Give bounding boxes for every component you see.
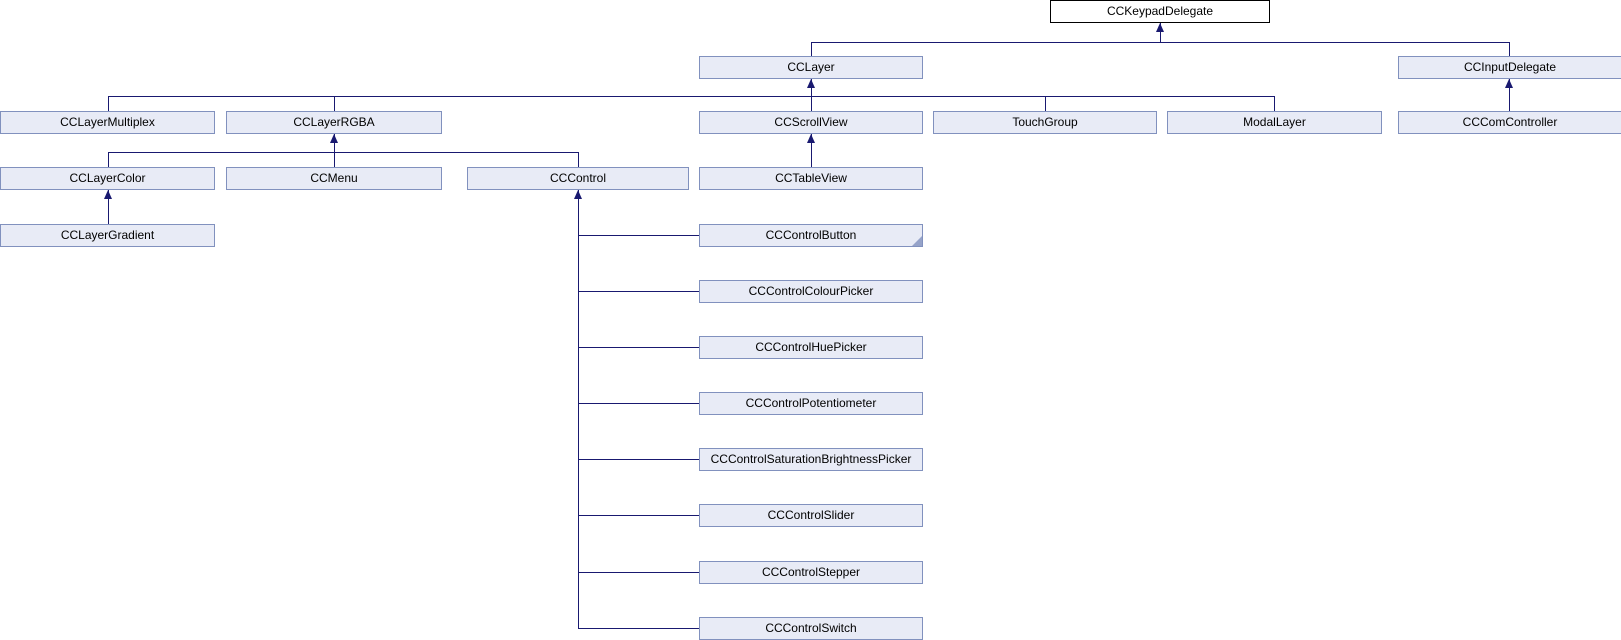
arrowhead-inputdelegate [1505,79,1513,88]
node-cccomcontroller[interactable]: CCComController [1398,111,1621,134]
node-cccontrolpotentiometer[interactable]: CCControlPotentiometer [699,392,923,415]
node-cccontrolslider[interactable]: CCControlSlider [699,504,923,527]
node-cccontrolswitch[interactable]: CCControlSwitch [699,617,923,640]
arrowhead-layerrgba [330,134,338,143]
node-ccmenu[interactable]: CCMenu [226,167,442,190]
edge-keypaddelegate-arrow-line [1160,23,1161,42]
edge-branch-controlstepper [578,572,699,573]
node-cccontrolsaturationbrightnesspicker[interactable]: CCControlSaturationBrightnessPicker [699,448,923,471]
edge-control-trunk [578,190,579,628]
arrowhead-cclayer [807,79,815,88]
node-cclayerrgba[interactable]: CCLayerRGBA [226,111,442,134]
edge-branch-controlcolourpicker [578,291,699,292]
node-cckeypaddelegate: CCKeypadDelegate [1050,0,1270,23]
edge-layerrgba-drop [334,96,335,111]
node-cctableview[interactable]: CCTableView [699,167,923,190]
node-cclayermultiplex[interactable]: CCLayerMultiplex [0,111,215,134]
node-cccontrolbutton[interactable]: CCControlButton [699,224,923,247]
node-modallayer[interactable]: ModalLayer [1167,111,1382,134]
edge-layerrgba-arrow-line [334,134,335,152]
edge-scrollview-drop [811,96,812,111]
node-cclayercolor[interactable]: CCLayerColor [0,167,215,190]
edge-comcontroller-inputdelegate [1509,79,1510,111]
edge-inputdelegate-top-drop [1509,42,1510,56]
edge-branch-controlsaturationbrightnesspicker [578,459,699,460]
truncation-fold-icon [912,236,922,246]
edge-modallayer-drop [1274,96,1275,111]
edge-layercolor-drop [108,152,109,167]
edge-layerrgba-rail [108,152,578,153]
edge-control-drop [578,152,579,167]
edge-layergradient-layercolor [108,190,109,224]
arrowhead-layercolor [104,190,112,199]
edge-touchgroup-drop [1045,96,1046,111]
node-ccinputdelegate[interactable]: CCInputDelegate [1398,56,1621,79]
edge-cclayer-rail [108,96,1275,97]
node-cccontrolhuepicker[interactable]: CCControlHuePicker [699,336,923,359]
node-cccontrolstepper[interactable]: CCControlStepper [699,561,923,584]
node-touchgroup[interactable]: TouchGroup [933,111,1157,134]
edge-cclayer-top-drop [811,42,812,56]
edge-tableview-scrollview [811,134,812,167]
arrowhead-keypaddelegate [1156,23,1164,32]
edge-branch-controlhuepicker [578,347,699,348]
node-cccontrolcolourpicker[interactable]: CCControlColourPicker [699,280,923,303]
arrowhead-scrollview [807,134,815,143]
edge-branch-controlbutton [578,235,699,236]
edge-keypaddelegate-rail [811,42,1509,43]
edge-branch-controlpotentiometer [578,403,699,404]
node-cccontrol[interactable]: CCControl [467,167,689,190]
node-cclayergradient[interactable]: CCLayerGradient [0,224,215,247]
edge-branch-controlslider [578,515,699,516]
node-cccontrolbutton-label: CCControlButton [765,228,857,242]
node-ccscrollview[interactable]: CCScrollView [699,111,923,134]
arrowhead-control [574,190,582,199]
edge-menu-drop [334,152,335,167]
edge-branch-controlswitch [578,628,699,629]
node-cclayer[interactable]: CCLayer [699,56,923,79]
edge-layermultiplex-drop [108,96,109,111]
